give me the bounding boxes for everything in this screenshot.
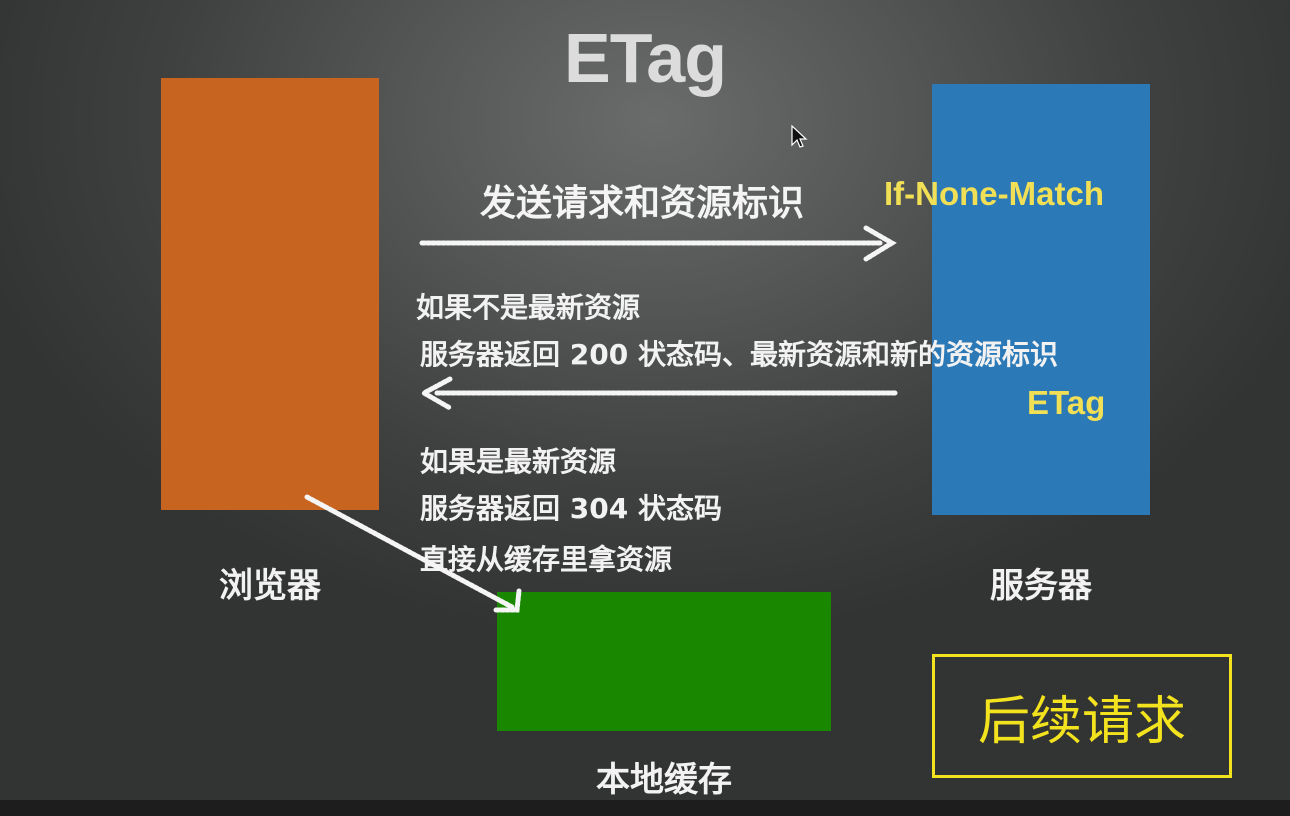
browser-label: 浏览器 (219, 566, 321, 606)
use-cache-text: 直接从缓存里拿资源 (420, 543, 673, 576)
latest-condition: 如果是最新资源 (420, 445, 617, 478)
cache-arrow (304, 494, 522, 613)
cache-box (497, 592, 831, 731)
cache-label: 本地缓存 (596, 760, 732, 800)
server-label: 服务器 (990, 566, 1092, 606)
etag-label: ETag (1027, 384, 1106, 421)
request-text: 发送请求和资源标识 (480, 183, 805, 224)
browser-box (161, 78, 379, 510)
response-200-text: 服务器返回 200 状态码、最新资源和新的资源标识 (420, 338, 1058, 371)
server-box (932, 84, 1150, 515)
not-latest-condition: 如果不是最新资源 (416, 291, 641, 324)
mouse-pointer-icon (791, 124, 808, 148)
response-304-text: 服务器返回 304 状态码 (420, 492, 722, 525)
if-none-match-label: If-None-Match (884, 175, 1104, 212)
bottom-bar (0, 800, 1290, 816)
followup-request-box: 后续请求 (932, 654, 1232, 778)
followup-request-label: 后续请求 (977, 691, 1186, 752)
response-arrow (418, 376, 898, 411)
diagram-title: ETag (564, 19, 727, 97)
request-arrow (419, 225, 897, 262)
